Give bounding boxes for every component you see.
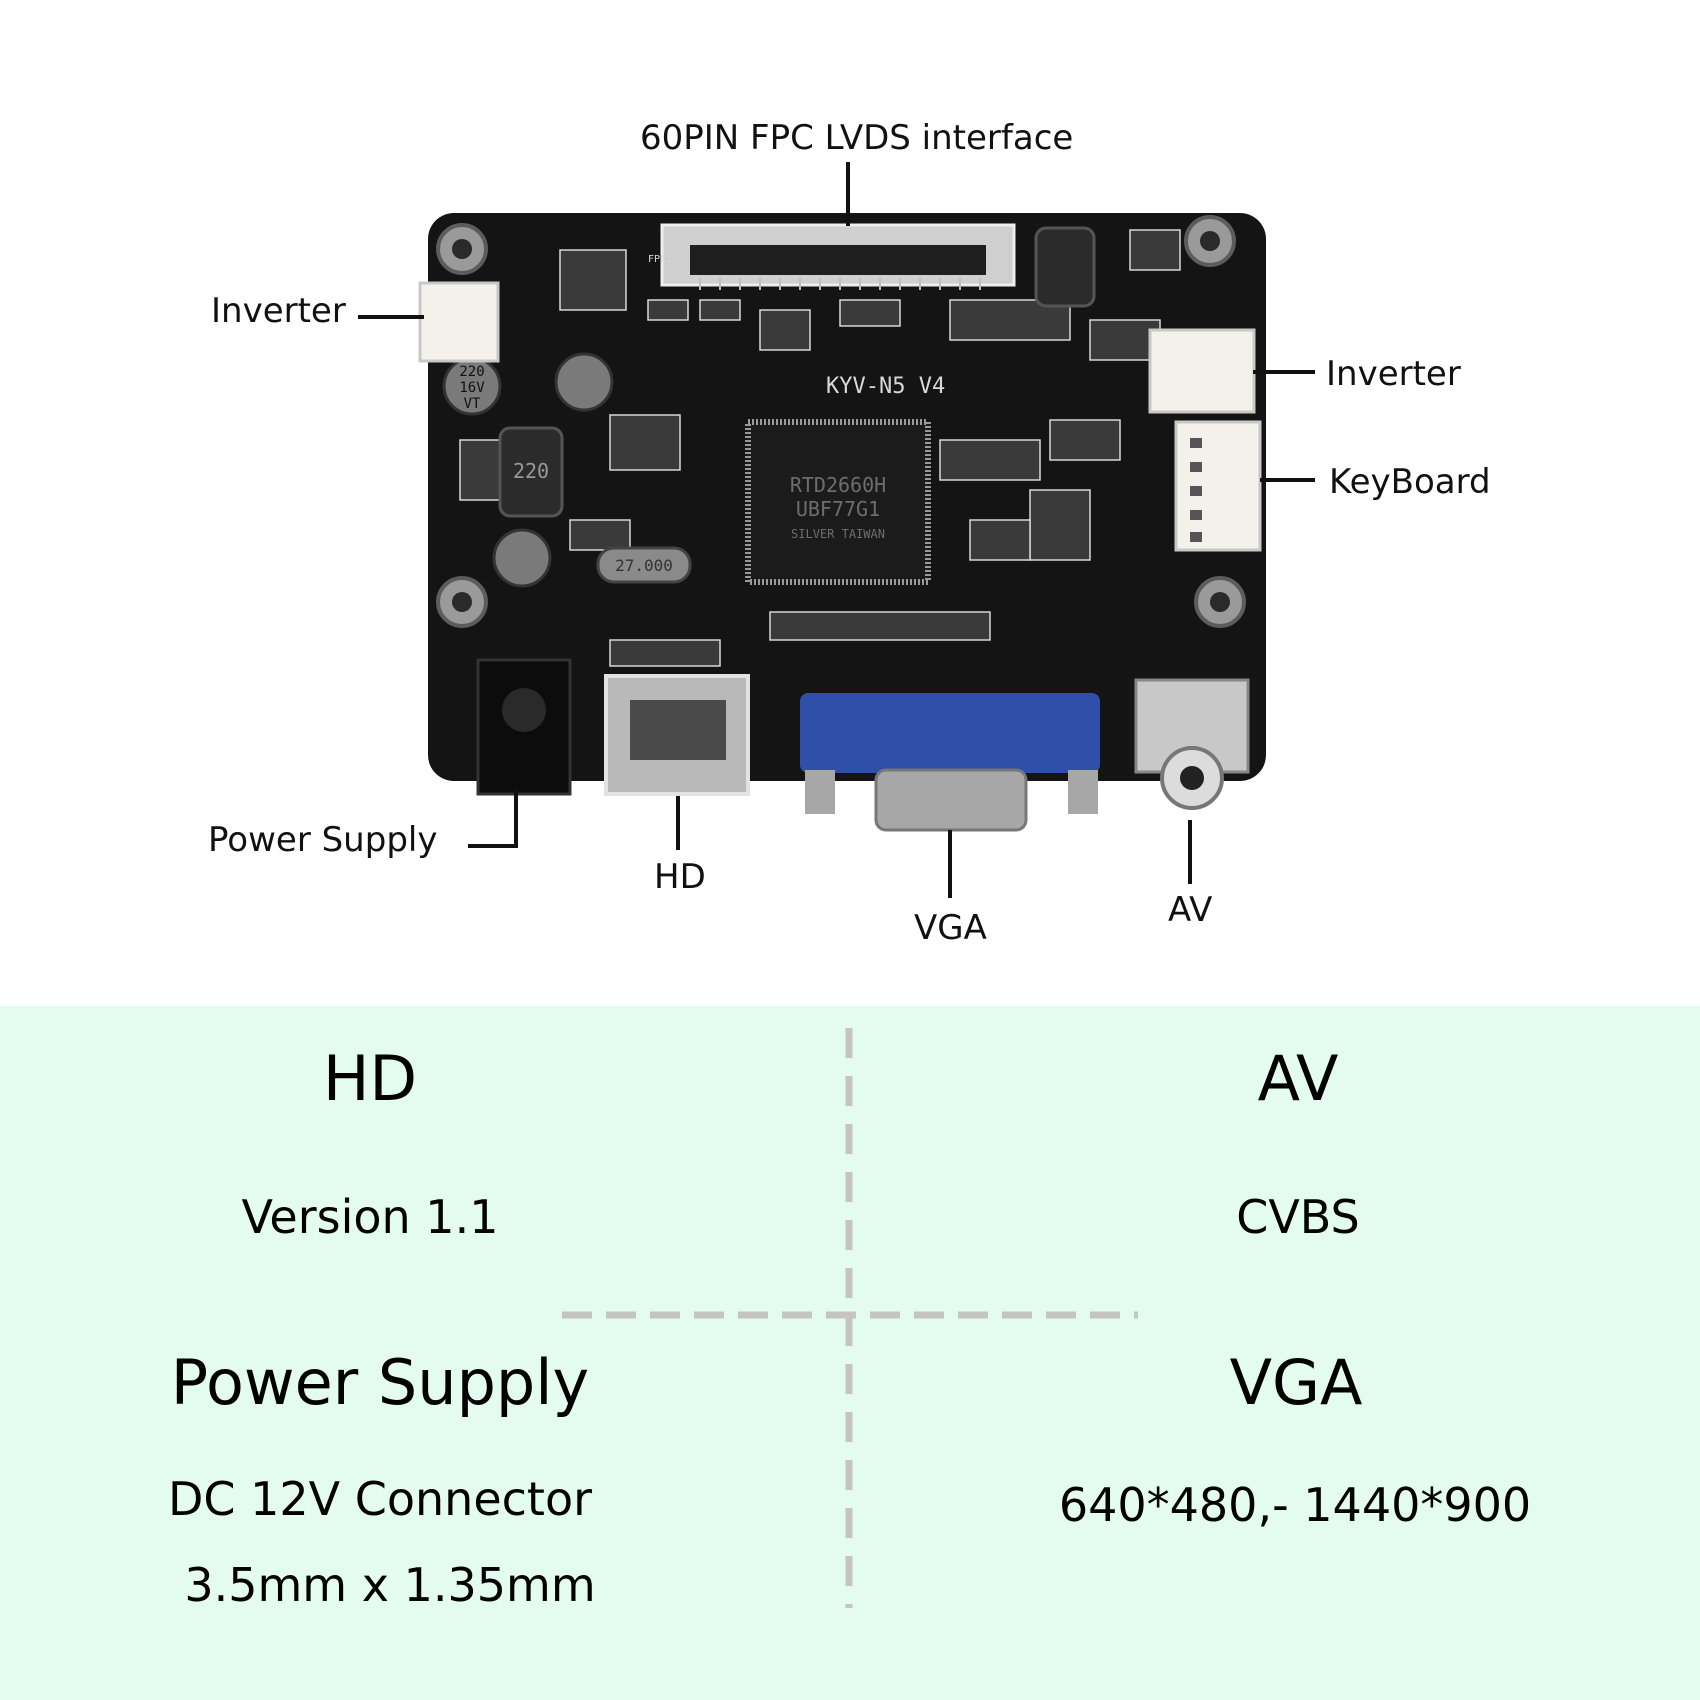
spec-av-detail: CVBS (1236, 1190, 1360, 1244)
silkscreen-model: KYV-N5 V4 (826, 374, 945, 399)
leader-lines (358, 162, 1315, 898)
callout-keyboard: KeyBoard (1329, 462, 1491, 502)
callout-inverter-right: Inverter (1326, 354, 1461, 394)
smd-components (459, 229, 1181, 667)
inductor-l2 (1034, 226, 1096, 308)
callout-av: AV (1168, 890, 1213, 930)
callout-power-supply: Power Supply (208, 820, 438, 860)
mounting-holes (436, 215, 1246, 628)
spec-av-title: AV (1257, 1042, 1339, 1115)
spec-vga-detail: 640*480,- 1440*900 (1058, 1478, 1532, 1532)
vga-connector (800, 693, 1100, 773)
callout-inverter-left: Inverter (211, 291, 346, 331)
svg-text:FPC1: FPC1 (648, 254, 672, 265)
spec-power-detail-connector: DC 12V Connector (167, 1472, 593, 1526)
svg-text:16V: 16V (459, 380, 485, 396)
inverter-connector-right (1148, 328, 1256, 414)
callout-hd: HD (654, 857, 706, 897)
svg-text:RTD2660H: RTD2660H (790, 473, 886, 497)
crystal (596, 546, 692, 584)
spec-hd-title: HD (322, 1042, 418, 1115)
spec-panel-bg (0, 1006, 1700, 1700)
callout-fpc-lvds: 60PIN FPC LVDS interface (640, 118, 1074, 158)
main-chip (745, 419, 931, 585)
spec-panel: HD Version 1.1 AV CVBS Power Supply DC 1… (0, 1006, 1700, 1700)
keyboard-connector (1174, 420, 1262, 552)
callout-vga: VGA (914, 908, 987, 948)
svg-text:SILVER TAIWAN: SILVER TAIWAN (791, 527, 885, 541)
pcb-illustration: 220 220 16V VT RTD2660H UBF77G1 SILVER T… (358, 162, 1315, 898)
product-photo-area: 220 220 16V VT RTD2660H UBF77G1 SILVER T… (208, 118, 1491, 948)
svg-text:220: 220 (513, 459, 549, 483)
svg-text:220: 220 (459, 364, 484, 380)
capacitors (442, 352, 614, 588)
svg-text:27.000: 27.000 (615, 556, 673, 575)
svg-text:VT: VT (464, 396, 481, 412)
inverter-connector-left (418, 281, 500, 363)
spec-vga-title: VGA (1229, 1346, 1363, 1419)
svg-text:UBF77G1: UBF77G1 (796, 497, 880, 521)
spec-power-title: Power Supply (170, 1346, 590, 1419)
inductor-l1 (498, 426, 564, 518)
spec-hd-detail: Version 1.1 (241, 1190, 499, 1244)
spec-power-detail-size: 3.5mm x 1.35mm (184, 1558, 596, 1612)
